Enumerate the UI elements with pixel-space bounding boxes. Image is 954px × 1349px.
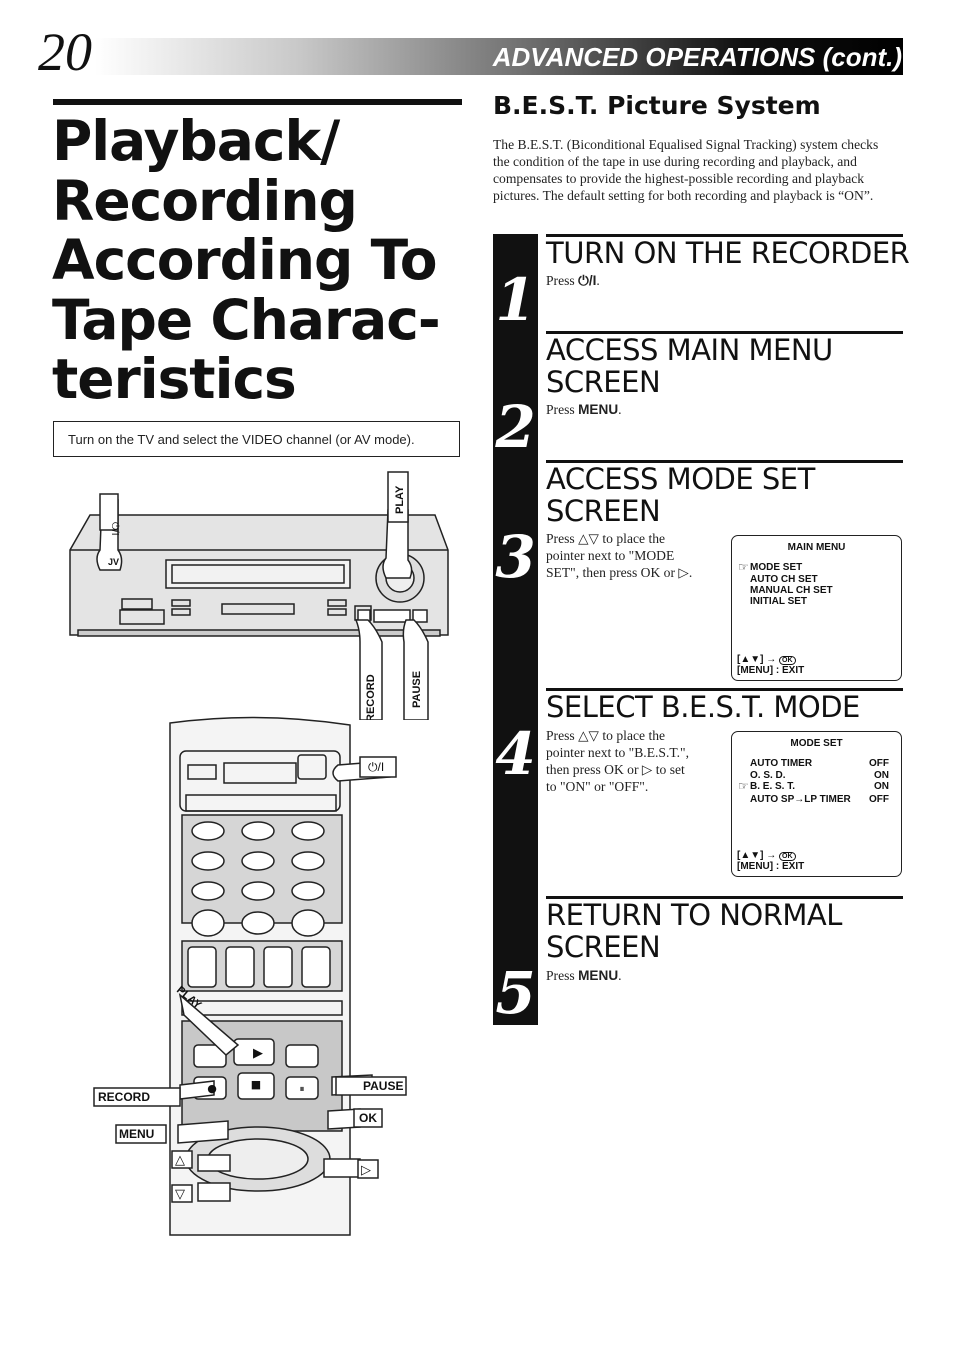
vcr-brand: JV xyxy=(108,557,119,567)
step-instruction: Press △▽ to place the pointer next to "M… xyxy=(546,531,693,580)
step-number: 2 xyxy=(495,393,536,461)
svg-text:●: ● xyxy=(207,1082,217,1095)
remote-menu-label: MENU xyxy=(119,1127,154,1141)
title-rule xyxy=(53,99,462,105)
remote-pause-label: PAUSE xyxy=(363,1079,403,1093)
step-title: RETURN TO NORMAL SCREEN xyxy=(546,898,842,964)
tv-note-box: Turn on the TV and select the VIDEO chan… xyxy=(53,421,460,457)
title-line: teristics xyxy=(52,347,297,411)
step-rule xyxy=(546,331,903,334)
remote-ok-label: OK xyxy=(359,1111,377,1125)
osd-value: OFF xyxy=(869,794,889,805)
ok-icon: OK xyxy=(779,852,796,861)
best-heading: B.E.S.T. Picture System xyxy=(493,91,821,120)
vcr-illustration: JV ⏻/I PLAY RECORD PAUSE xyxy=(69,471,449,720)
title-line: Playback/ xyxy=(52,109,340,173)
step-rule xyxy=(546,234,903,237)
best-description: The B.E.S.T. (Biconditional Equalised Si… xyxy=(493,137,879,203)
osd-item: MANUAL CH SET xyxy=(750,585,833,596)
osd-value: ON xyxy=(874,781,889,792)
remote-right-label: ▷ xyxy=(361,1163,371,1178)
osd-item: AUTO SP→LP TIMER xyxy=(750,794,851,805)
svg-text:▶: ▶ xyxy=(253,1046,263,1061)
vcr-pause-label: PAUSE xyxy=(411,671,423,708)
pointer-icon: ☞ xyxy=(738,560,749,574)
pointer-icon: ☞ xyxy=(738,779,749,793)
ok-icon: OK xyxy=(779,656,796,665)
remote-down-label: ▽ xyxy=(175,1187,185,1202)
step-rule xyxy=(546,688,903,691)
osd-exit-hint: [MENU] : EXIT xyxy=(737,861,805,872)
title-line: According To xyxy=(52,228,438,292)
section-title: ADVANCED OPERATIONS (cont.) xyxy=(492,42,902,72)
osd-nav-hint: [▲▼] → OK xyxy=(737,654,796,667)
osd-item: MODE SET xyxy=(750,562,803,573)
step-number: 1 xyxy=(495,266,536,334)
remote-record-label: RECORD xyxy=(98,1090,150,1104)
svg-text:⏻/I: ⏻/I xyxy=(109,522,120,535)
remote-up-label: △ xyxy=(175,1153,185,1168)
step-rule xyxy=(546,896,903,899)
page-number: 20 xyxy=(38,22,92,82)
osd-mode-set: MODE SET AUTO TIMER OFF O. S. D. ON ☞ B.… xyxy=(731,731,902,877)
remote-power-label: ⏻/I xyxy=(368,760,384,774)
step-instruction: Press ⏻/I. xyxy=(546,273,600,288)
osd-nav-hint: [▲▼] → OK xyxy=(737,850,796,863)
osd-item: B. E. S. T. xyxy=(750,781,796,792)
osd-title: MODE SET xyxy=(790,738,843,749)
step-title: TURN ON THE RECORDER xyxy=(546,236,910,270)
page-title: Playback/ Recording According To Tape Ch… xyxy=(52,109,472,411)
vcr-play-label: PLAY xyxy=(394,485,406,514)
header-band xyxy=(95,38,903,75)
osd-item: AUTO TIMER xyxy=(750,758,813,769)
title-line: Tape Charac- xyxy=(52,287,441,352)
osd-title: MAIN MENU xyxy=(787,542,846,553)
step-number: 3 xyxy=(495,523,536,591)
step-title: ACCESS MAIN MENU SCREEN xyxy=(546,333,833,399)
step-rule xyxy=(546,460,903,463)
step-title: SELECT B.E.S.T. MODE xyxy=(546,690,860,724)
osd-item: AUTO CH SET xyxy=(750,574,818,585)
step-instruction: Press MENU. xyxy=(546,968,622,983)
osd-value: ON xyxy=(874,770,889,781)
title-line: Recording xyxy=(52,168,358,233)
step-number: 4 xyxy=(495,720,536,788)
osd-main-menu: MAIN MENU ☞ MODE SET AUTO CH SET MANUAL … xyxy=(731,535,902,681)
step-instruction: Press MENU. xyxy=(546,402,622,417)
step-number-bar: 1 2 3 4 5 xyxy=(493,234,538,1025)
step-instruction: Press △▽ to place the pointer next to "B… xyxy=(546,728,689,794)
remote-illustration: ▶ ■ ● ⏸ PLAY RECORD MENU PAUSE OK ⏻/I △ … xyxy=(93,716,407,1236)
osd-item: O. S. D. xyxy=(750,770,786,781)
osd-value: OFF xyxy=(869,758,889,769)
osd-exit-hint: [MENU] : EXIT xyxy=(737,665,805,676)
svg-text:■: ■ xyxy=(251,1078,261,1091)
step-number: 5 xyxy=(495,959,536,1027)
svg-text:⏸: ⏸ xyxy=(300,1084,305,1095)
osd-item: INITIAL SET xyxy=(750,596,808,607)
step-title: ACCESS MODE SET SCREEN xyxy=(546,462,815,528)
vcr-record-label: RECORD xyxy=(365,674,377,720)
